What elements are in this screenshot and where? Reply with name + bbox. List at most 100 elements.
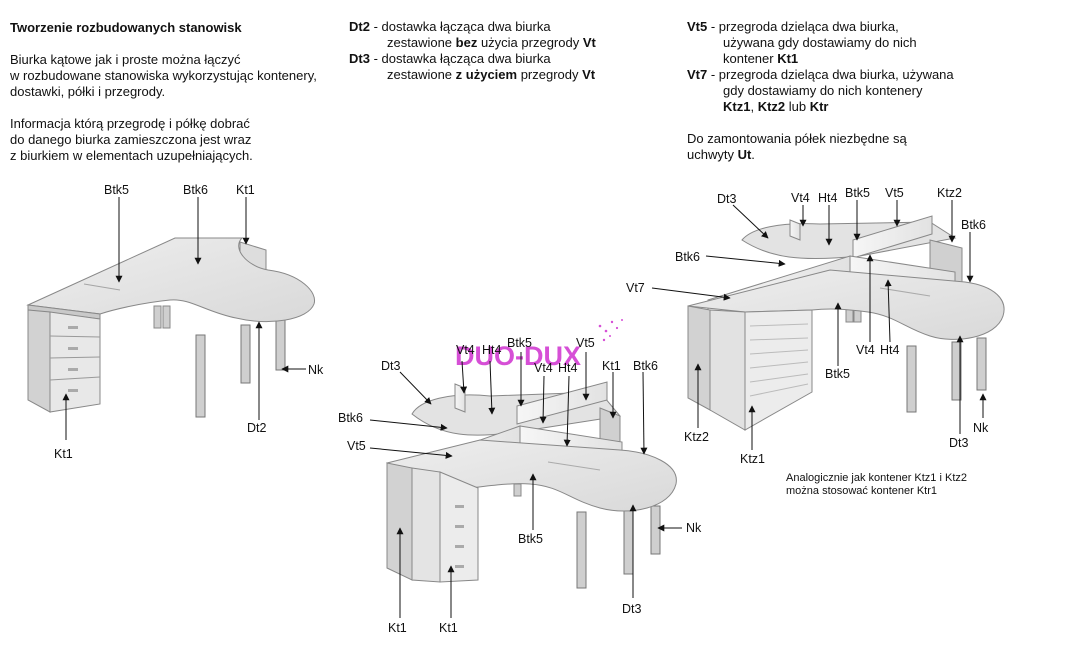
drawer-lines xyxy=(49,335,101,381)
label-vt5: Vt5 xyxy=(885,186,904,200)
brand-logo: DUO-DUX xyxy=(455,341,581,371)
label-ht4: Ht4 xyxy=(818,191,838,205)
legend-text: uchwyty xyxy=(687,147,738,162)
desk-leg xyxy=(240,324,251,384)
label-btk6: Btk6 xyxy=(633,359,658,373)
diagram-workstation-ktz: Dt3 Vt4 Ht4 Btk5 Vt5 Ktz2 Btk6 Btk6 Vt7 … xyxy=(626,186,1005,466)
desk-leg xyxy=(976,337,987,391)
legend-code: Kt1 xyxy=(777,51,799,66)
desk-leg xyxy=(906,345,917,413)
legend-code: Dt3 xyxy=(349,51,370,66)
screen-vt5-top xyxy=(516,381,608,425)
drawer-handles xyxy=(455,505,464,568)
label-kt1: Kt1 xyxy=(236,183,255,197)
legend-emphasis: bez xyxy=(455,35,478,50)
label-btk5: Btk5 xyxy=(507,336,532,350)
container-ktz2-front xyxy=(709,309,746,431)
label-dt3: Dt3 xyxy=(717,192,737,206)
label-ktz2: Ktz2 xyxy=(937,186,962,200)
label-nk: Nk xyxy=(686,521,702,535)
callout-arrow xyxy=(732,204,769,239)
label-btk5: Btk5 xyxy=(518,532,543,546)
legend-text: użycia przegrody xyxy=(477,35,583,50)
legend-text: gdy dostawiamy do nich kontenery xyxy=(723,83,923,98)
legend-dt3: Dt3 - dostawka łącząca dwa biurka zestaw… xyxy=(349,51,595,83)
intro-line: Informacja którą przegrodę i półkę dobra… xyxy=(10,116,250,131)
legend-shelves: Do zamontowania półek niezbędne są uchwy… xyxy=(687,131,907,163)
label-nk: Nk xyxy=(973,421,989,435)
label-vt5: Vt5 xyxy=(576,336,595,350)
desk-leg xyxy=(576,511,587,589)
label-kt1: Kt1 xyxy=(388,621,407,635)
legend-code: Vt7 xyxy=(687,67,708,82)
callout-arrow xyxy=(539,375,547,424)
legend-vt5: Vt5 - przegroda dzieląca dwa biurka, uży… xyxy=(687,19,917,67)
label-dt3: Dt3 xyxy=(949,436,969,450)
legend-text: Do zamontowania półek niezbędne są xyxy=(687,131,907,146)
label-kt1: Kt1 xyxy=(439,621,458,635)
label-dt2: Dt2 xyxy=(247,421,267,435)
intro-paragraph-1: Biurka kątowe jak i proste można łączyć … xyxy=(10,52,317,100)
legend-text: używana gdy dostawiamy do nich xyxy=(723,35,917,50)
intro-line: w rozbudowane stanowiska wykorzystując k… xyxy=(10,68,317,83)
desk-joint xyxy=(83,283,121,291)
callout-arrow xyxy=(369,447,453,459)
label-btk5: Btk5 xyxy=(845,186,870,200)
legend-text: - dostawka łącząca dwa biurka xyxy=(369,19,551,34)
callout-arrow xyxy=(488,360,496,415)
desk-leg xyxy=(162,305,171,329)
desk-leg xyxy=(623,509,634,575)
legend-code: Ktz2 xyxy=(757,99,786,114)
container-kt1-front xyxy=(411,467,441,583)
callout-arrow xyxy=(640,371,648,455)
label-btk6: Btk6 xyxy=(338,411,363,425)
legend-code: Vt xyxy=(582,67,596,82)
label-btk6: Btk6 xyxy=(183,183,208,197)
label-nk: Nk xyxy=(308,363,324,377)
legend-code: Vt xyxy=(582,35,596,50)
logo-sparkles xyxy=(598,319,623,342)
label-ktz2: Ktz2 xyxy=(684,430,709,444)
intro-paragraph-2: Informacja którą przegrodę i półkę dobra… xyxy=(10,116,253,164)
label-dt3: Dt3 xyxy=(381,359,401,373)
label-btk5: Btk5 xyxy=(104,183,129,197)
note-line: Analogicznie jak kontener Ktz1 i Ktz2 xyxy=(786,472,967,484)
desk-joint xyxy=(547,461,601,471)
legend-dt2: Dt2 - dostawka łącząca dwa biurka zestaw… xyxy=(349,19,596,51)
label-kt1: Kt1 xyxy=(54,447,73,461)
legend-text: . xyxy=(751,147,755,162)
label-ht4: Ht4 xyxy=(880,343,900,357)
note-line: można stosować kontener Ktr1 xyxy=(786,485,938,497)
label-vt4: Vt4 xyxy=(534,361,553,375)
label-btk6: Btk6 xyxy=(961,218,986,232)
desk-top-front xyxy=(687,269,1005,340)
legend-text: lub xyxy=(785,99,810,114)
legend-text: - przegroda dzieląca dwa biurka, używana xyxy=(707,67,954,82)
callout-arrow xyxy=(651,287,731,301)
desk-top-d1 xyxy=(26,237,316,323)
shutter-lines xyxy=(749,323,809,397)
legend-code: Ktr xyxy=(809,99,829,114)
callout-arrow xyxy=(399,371,432,405)
label-ht4: Ht4 xyxy=(558,361,578,375)
legend-text: kontener xyxy=(723,51,778,66)
label-vt7: Vt7 xyxy=(626,281,645,295)
legend-text: zestawione xyxy=(387,67,456,82)
legend-code: Ktz1 xyxy=(723,99,751,114)
drawer-handles xyxy=(68,326,78,392)
container-note: Analogicznie jak kontener Ktz1 i Ktz2 mo… xyxy=(786,472,967,498)
legend-text: - dostawka łącząca dwa biurka xyxy=(369,51,551,66)
label-kt1: Kt1 xyxy=(602,359,621,373)
desk-leg xyxy=(650,505,661,555)
label-vt4: Vt4 xyxy=(456,343,475,357)
desk-leg xyxy=(275,319,286,371)
legend-code: Vt5 xyxy=(687,19,708,34)
screen-vt4 xyxy=(789,219,801,241)
desk-leg xyxy=(153,305,162,329)
legend-emphasis: z użyciem xyxy=(455,67,518,82)
screen-vt5 xyxy=(852,215,933,259)
legend-code: Dt2 xyxy=(349,19,370,34)
label-vt4: Vt4 xyxy=(856,343,875,357)
label-ht4: Ht4 xyxy=(482,343,502,357)
